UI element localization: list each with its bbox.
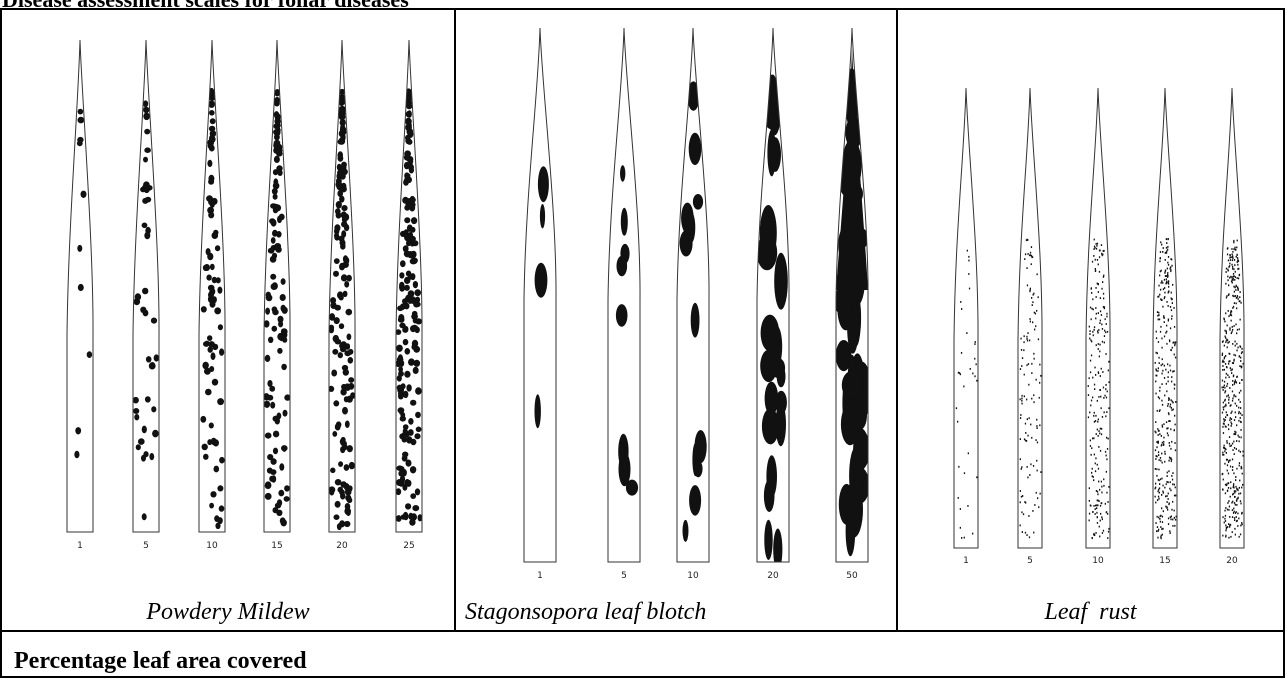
leaf-2-1: 5: [1018, 88, 1042, 566]
level-label-2-3: 15: [1159, 556, 1170, 566]
leaf-2-4: 20: [1220, 88, 1244, 566]
lesions-1-3: [757, 75, 788, 571]
panel-label-leaf-rust: Leaf rust: [897, 593, 1284, 631]
lesions-2-3: [1155, 238, 1177, 539]
leaf-1-3: 20: [757, 28, 789, 581]
level-label-1-0: 1: [537, 571, 543, 581]
leaf-outline-2-2: [1086, 88, 1110, 548]
level-label-1-4: 50: [846, 571, 858, 581]
level-label-1-1: 5: [621, 571, 627, 581]
lesions-1-1: [616, 165, 638, 495]
level-label-0-5: 25: [403, 541, 414, 551]
leaf-2-2: 10: [1086, 88, 1110, 566]
level-label-1-3: 20: [767, 571, 779, 581]
level-label-0-4: 20: [336, 541, 348, 551]
lesions-0-1: [133, 100, 160, 520]
level-label-0-3: 15: [271, 541, 282, 551]
lesions-0-0: [74, 109, 92, 459]
leaf-outline-2-0: [954, 88, 978, 548]
outer-border: [1, 9, 1284, 677]
leaf-0-2: 10: [199, 40, 225, 551]
lesions-1-4: [834, 48, 872, 556]
level-label-2-2: 10: [1092, 556, 1104, 566]
lesions-0-5: [395, 88, 422, 525]
level-label-2-4: 20: [1226, 556, 1238, 566]
lesions-2-0: [956, 250, 978, 539]
level-label-0-1: 5: [143, 541, 149, 551]
leaf-0-1: 5: [133, 40, 160, 551]
level-label-0-2: 10: [206, 541, 218, 551]
panel-label-powdery-mildew: Powdery Mildew: [1, 593, 455, 631]
table-frame: [1, 9, 1284, 677]
leaf-1-1: 5: [608, 28, 640, 581]
level-label-1-2: 10: [687, 571, 699, 581]
lesions-1-2: [680, 81, 707, 542]
leaf-1-4: 50: [834, 28, 872, 581]
lesions-0-4: [328, 89, 355, 530]
leaf-0-4: 20: [328, 40, 355, 551]
lesions-2-4: [1222, 240, 1244, 539]
leaf-drawings: 15101520251510205015101520: [67, 28, 1244, 581]
leaf-1-2: 10: [677, 28, 709, 581]
level-label-0-0: 1: [77, 541, 83, 551]
leaf-outline-2-3: [1153, 88, 1177, 548]
lesions-0-2: [200, 88, 224, 529]
level-label-2-1: 5: [1027, 556, 1033, 566]
level-label-2-0: 1: [963, 556, 969, 566]
leaf-0-5: 25: [395, 40, 422, 551]
lesions-2-1: [1020, 239, 1042, 539]
lesions-2-2: [1088, 239, 1110, 539]
footer-caption: Percentage leaf area covered: [14, 646, 307, 676]
panel-label-stagonospora-leaf-blotch: Stagonsopora leaf blotch: [457, 593, 897, 631]
lesions-1-0: [535, 166, 549, 428]
lesions-0-3: [263, 89, 290, 526]
leaf-1-0: 1: [524, 28, 556, 581]
leaf-2-0: 1: [954, 88, 978, 566]
leaf-0-0: 1: [67, 40, 93, 551]
leaf-outline-2-1: [1018, 88, 1042, 548]
leaf-0-3: 15: [263, 40, 290, 551]
leaf-2-3: 15: [1153, 88, 1177, 566]
